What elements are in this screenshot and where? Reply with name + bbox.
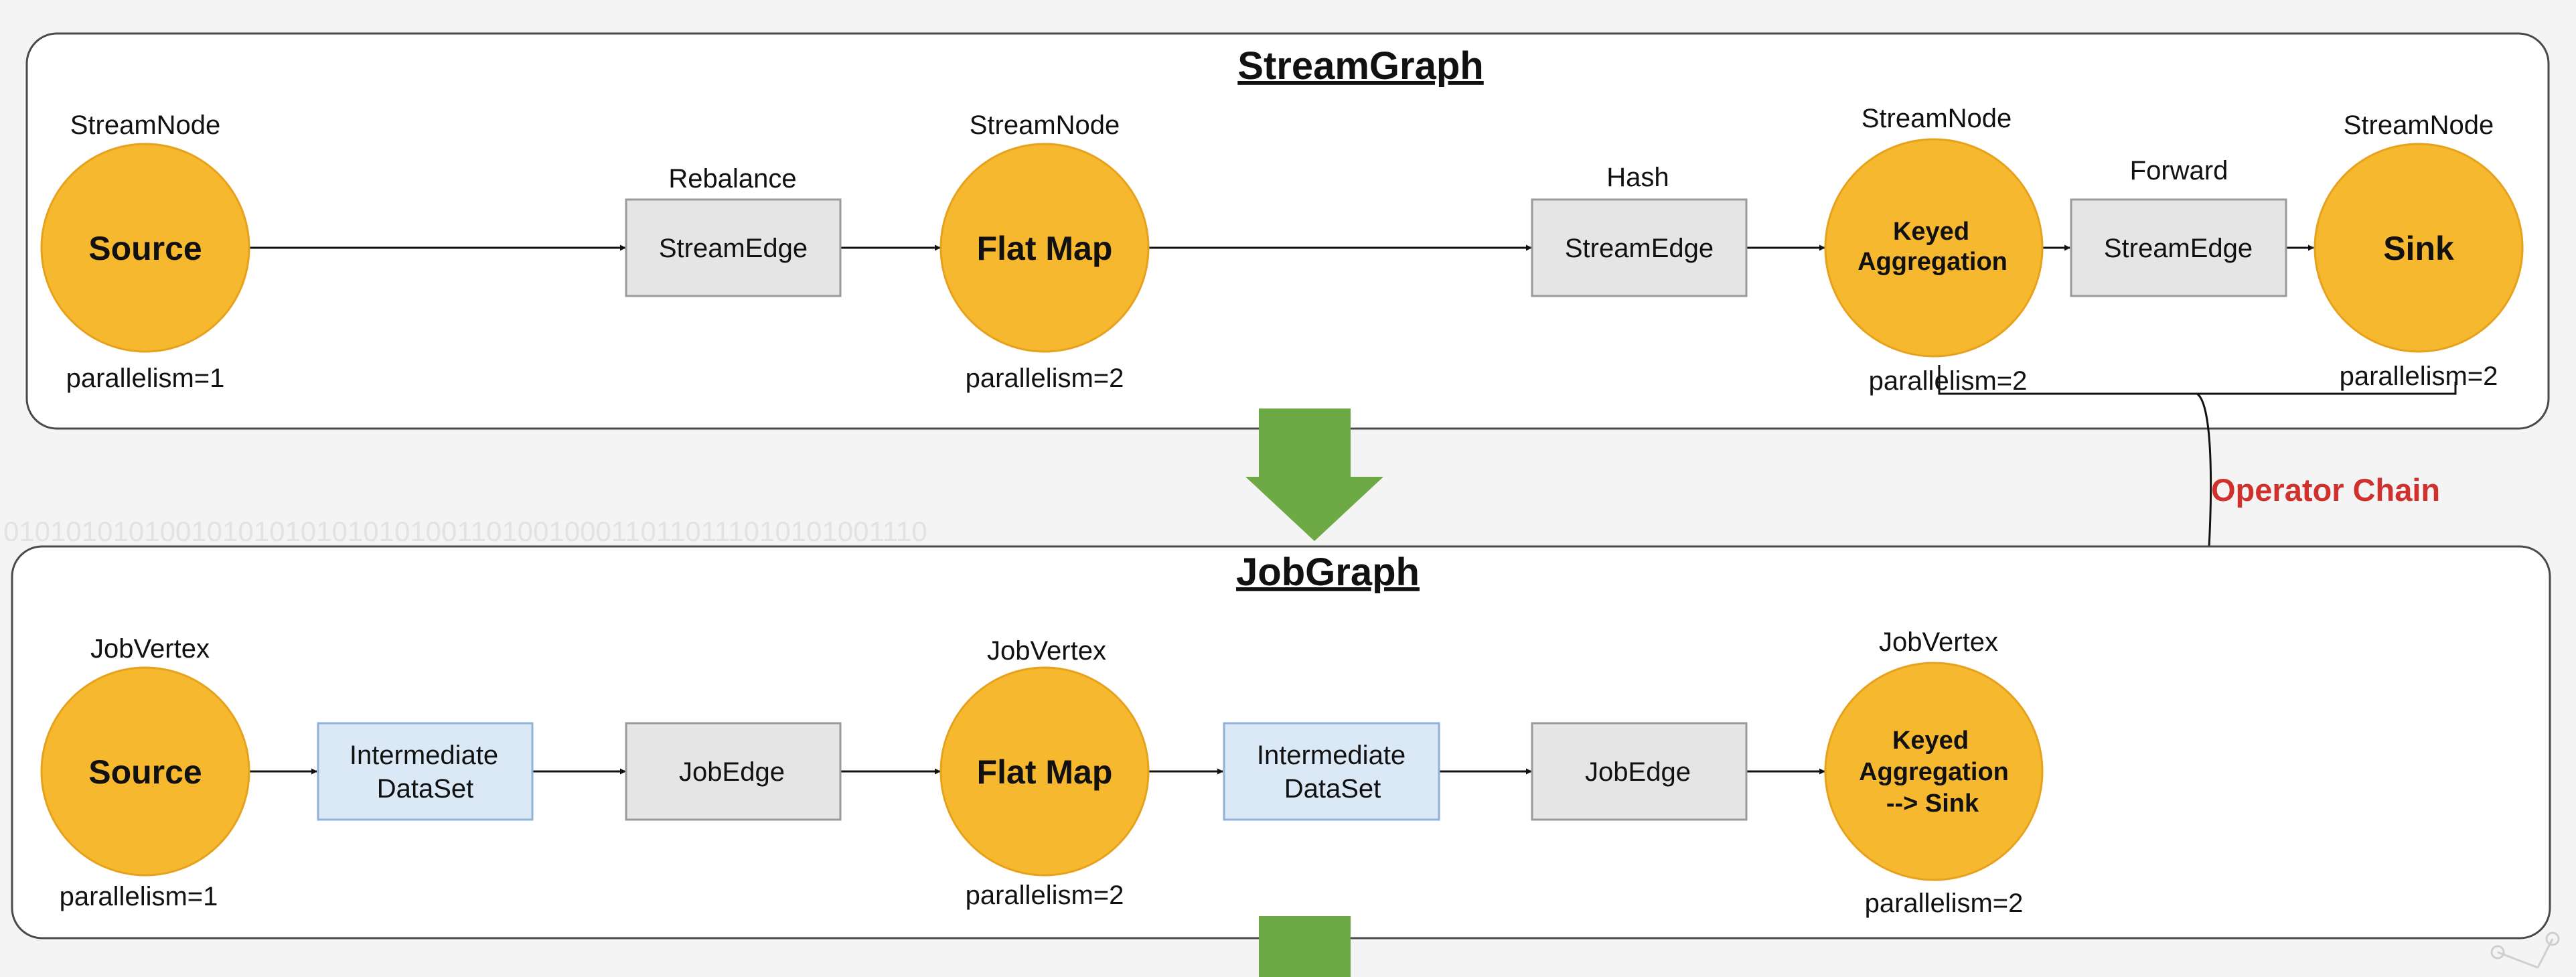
job-graph-title: JobGraph — [1236, 550, 1420, 594]
dataset1-line2: DataSet — [377, 774, 474, 804]
watermark-text: 0101010101001010101010101010011010010001… — [3, 516, 927, 547]
dataset2-line2: DataSet — [1284, 774, 1381, 804]
forward-stream-edge — [2070, 198, 2287, 297]
job-edge-2 — [1531, 722, 1748, 821]
flatmap-parallelism: parallelism=2 — [966, 364, 1124, 393]
keyed-vertex-type-label: JobVertex — [1879, 627, 1998, 657]
flatmap-vertex-type-label: JobVertex — [987, 636, 1106, 666]
source-node-name: Source — [88, 230, 202, 267]
transform-down-arrow-2 — [1259, 916, 1351, 977]
keyed-node-name-line2: Aggregation — [1858, 248, 2007, 276]
flatmap-node-type-label: StreamNode — [970, 110, 1120, 140]
source-stream-node — [40, 143, 250, 353]
dataset1-line1: Intermediate — [350, 741, 498, 770]
flatmap-node-name: Flat Map — [977, 230, 1113, 267]
job-edge-1-label: JobEdge — [679, 757, 785, 787]
hash-partition-label: Hash — [1606, 163, 1669, 192]
transform-down-arrow — [1245, 408, 1383, 541]
keyed-aggregation-stream-node — [1824, 138, 2044, 358]
intermediate-dataset-1 — [317, 722, 534, 821]
hash-stream-edge-label: StreamEdge — [1565, 234, 1714, 263]
keyed-parallelism: parallelism=2 — [1869, 366, 2028, 396]
source-job-vertex — [40, 666, 250, 877]
sink-node-type-label: StreamNode — [2344, 110, 2494, 140]
stream-graph-title: StreamGraph — [1237, 44, 1483, 88]
keyed-node-name-line1: Keyed — [1893, 218, 1969, 246]
job-edge-2-label: JobEdge — [1585, 757, 1691, 787]
dataset2-line1: Intermediate — [1257, 741, 1406, 770]
hash-stream-edge — [1531, 198, 1748, 297]
flatmap-stream-node — [939, 143, 1150, 353]
rebalance-stream-edge — [625, 198, 842, 297]
intermediate-dataset-2 — [1223, 722, 1440, 821]
stream-node-type-label: StreamNode — [70, 110, 221, 140]
keyed-sink-job-vertex — [1824, 662, 2044, 881]
forward-partition-label: Forward — [2130, 156, 2228, 185]
job-edge-1 — [625, 722, 842, 821]
sink-stream-node — [2314, 143, 2524, 353]
keyed-node-type-label: StreamNode — [1862, 104, 2012, 133]
operator-chain-label: Operator Chain — [2211, 472, 2440, 508]
source-vertex-name: Source — [88, 753, 202, 791]
source-parallelism: parallelism=1 — [66, 364, 225, 393]
keyed-vertex-name-line3: --> Sink — [1886, 790, 1979, 818]
keyed-vertex-name-line2: Aggregation — [1859, 758, 2009, 786]
sink-node-name: Sink — [2383, 230, 2454, 267]
rebalance-stream-edge-label: StreamEdge — [659, 234, 808, 263]
rebalance-partition-label: Rebalance — [668, 164, 796, 194]
flatmap-job-vertex — [939, 666, 1150, 877]
source-vertex-type-label: JobVertex — [90, 634, 210, 664]
keyed-vertex-name-line1: Keyed — [1892, 727, 1969, 755]
source-vertex-parallelism: parallelism=1 — [60, 882, 218, 911]
corner-network-icon — [2490, 931, 2560, 969]
flatmap-vertex-name: Flat Map — [977, 753, 1113, 791]
keyed-vertex-parallelism: parallelism=2 — [1865, 889, 2024, 918]
flatmap-vertex-parallelism: parallelism=2 — [966, 881, 1124, 910]
forward-stream-edge-label: StreamEdge — [2104, 234, 2253, 263]
sink-parallelism: parallelism=2 — [2340, 362, 2498, 391]
